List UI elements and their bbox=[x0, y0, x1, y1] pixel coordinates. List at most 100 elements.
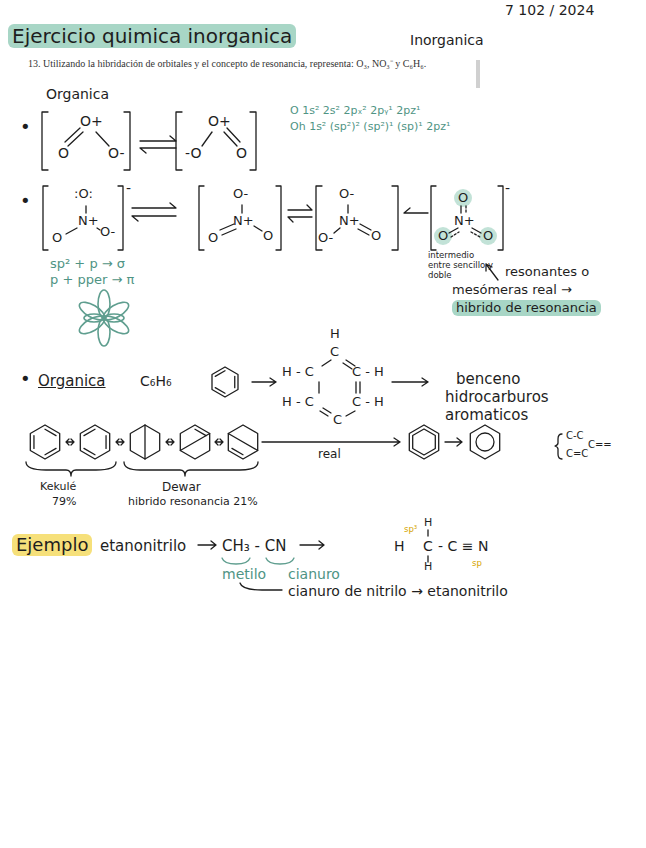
ring-sketch bbox=[66, 439, 74, 445]
note-text: :O: bbox=[74, 186, 93, 202]
ring-sketch bbox=[33, 436, 34, 449]
note-text: - bbox=[126, 180, 131, 197]
note-text: O 1s² 2s² 2pₓ² 2pᵧ¹ 2pz¹ bbox=[290, 104, 420, 117]
note-text: H - C bbox=[282, 394, 314, 410]
note-text: Organica bbox=[46, 86, 109, 103]
page-title: Ejercicio quimica inorganica bbox=[8, 24, 296, 48]
note-text: N+ bbox=[454, 213, 475, 229]
note-text: N+ bbox=[233, 213, 254, 229]
ring-sketch bbox=[45, 429, 56, 435]
ring-sketch bbox=[413, 429, 436, 455]
ring-sketch bbox=[228, 425, 257, 459]
note-text: • bbox=[20, 116, 31, 138]
note-text: H bbox=[424, 516, 432, 529]
note-text: cianuro bbox=[288, 566, 340, 583]
ring-sketch bbox=[105, 436, 106, 449]
note-text: Kekulé bbox=[40, 480, 76, 493]
note-text: 7 102 / 2024 bbox=[505, 2, 594, 19]
note-text: H - C bbox=[282, 364, 314, 380]
note-text: O bbox=[371, 228, 381, 244]
note-text: C - H bbox=[352, 394, 384, 410]
note-text: p + pper → π bbox=[50, 272, 134, 288]
note-text: mesómeras real → bbox=[452, 282, 572, 298]
note-text: O bbox=[208, 230, 218, 246]
note-text: N+ bbox=[78, 213, 99, 229]
note-text: benceno bbox=[456, 370, 520, 388]
note-text: O- bbox=[100, 224, 115, 240]
ring-sketch bbox=[116, 439, 124, 445]
ring-sketch bbox=[80, 425, 109, 459]
note-text: O bbox=[483, 228, 493, 244]
note-text: sp bbox=[472, 558, 482, 568]
note-text: O bbox=[263, 228, 273, 244]
note-text: O bbox=[58, 145, 69, 162]
note-text: O- bbox=[339, 186, 354, 202]
note-text: hidrocarburos aromaticos bbox=[445, 388, 585, 424]
ring-sketch bbox=[232, 448, 243, 454]
note-text: hibrido resonancia 21% bbox=[128, 495, 258, 508]
note-text: intermedio entre sencillo y doble bbox=[428, 250, 494, 281]
note-text: 79% bbox=[52, 495, 76, 508]
ring-sketch bbox=[215, 371, 225, 377]
note-text: etanonitrilo bbox=[100, 537, 186, 555]
note-text: O+ bbox=[80, 113, 103, 130]
note-text: C-C bbox=[566, 430, 584, 442]
ring-sketch bbox=[212, 367, 238, 397]
note-text: O- bbox=[318, 230, 333, 246]
ring-sketch bbox=[215, 388, 225, 394]
note-text: C bbox=[333, 412, 342, 428]
note-text: -O bbox=[185, 145, 201, 162]
note-text: O bbox=[236, 145, 247, 162]
note-text: sp³ bbox=[404, 524, 417, 534]
note-text: CH₃ - CN bbox=[222, 537, 286, 555]
ring-sketch bbox=[470, 425, 499, 459]
note-text: hibrido de resonancia bbox=[452, 300, 601, 316]
note-text: C== bbox=[588, 439, 612, 451]
note-text: Organica bbox=[38, 372, 106, 390]
note-text: C₆H₆ bbox=[140, 373, 172, 390]
ring-sketch bbox=[45, 448, 56, 454]
ring-sketch bbox=[130, 425, 159, 459]
note-text: • bbox=[20, 368, 31, 390]
note-text: Inorganica bbox=[410, 32, 484, 49]
ring-sketch bbox=[228, 434, 257, 451]
note-text: O bbox=[458, 190, 468, 206]
note-text: O- bbox=[108, 145, 124, 162]
ring-sketch bbox=[476, 433, 494, 451]
note-text: O bbox=[438, 228, 448, 244]
ring-sketch bbox=[215, 439, 223, 445]
ring-sketch bbox=[84, 448, 95, 454]
note-text: - C ≡ N bbox=[438, 538, 488, 555]
note-text: H bbox=[330, 326, 340, 342]
note-text: cianuro de nitrilo → etanonitrilo bbox=[288, 583, 508, 600]
note-text: 13. Utilizando la hibridación de orbital… bbox=[28, 58, 468, 70]
note-text: C bbox=[330, 344, 339, 360]
ring-sketch bbox=[30, 425, 59, 459]
note-text: Ejemplo bbox=[12, 534, 92, 556]
ring-sketch bbox=[409, 425, 438, 459]
ring-sketch bbox=[195, 429, 206, 435]
ring-sketch bbox=[180, 434, 209, 451]
note-text: real bbox=[318, 447, 341, 461]
ring-sketch bbox=[234, 376, 235, 387]
ring-sketch bbox=[166, 439, 174, 445]
note-text: C=C bbox=[566, 448, 588, 460]
note-text: O bbox=[52, 230, 62, 246]
ring-sketch bbox=[180, 425, 209, 459]
ring-sketch bbox=[144, 425, 145, 459]
note-text: metilo bbox=[222, 566, 266, 583]
note-text: N+ bbox=[339, 213, 360, 229]
note-text: H bbox=[394, 538, 405, 555]
note-text: resonantes o bbox=[505, 264, 589, 280]
note-text: sp² + p → σ bbox=[50, 256, 125, 272]
note-text: C bbox=[423, 538, 433, 555]
note-text: Dewar bbox=[162, 480, 201, 494]
note-text: - bbox=[505, 180, 510, 197]
ring-sketch bbox=[84, 429, 95, 435]
note-text: H bbox=[424, 560, 432, 573]
note-text: C - H bbox=[352, 364, 384, 380]
note-text: O+ bbox=[208, 113, 231, 130]
note-text: O- bbox=[233, 186, 248, 202]
note-text: • bbox=[20, 190, 31, 212]
